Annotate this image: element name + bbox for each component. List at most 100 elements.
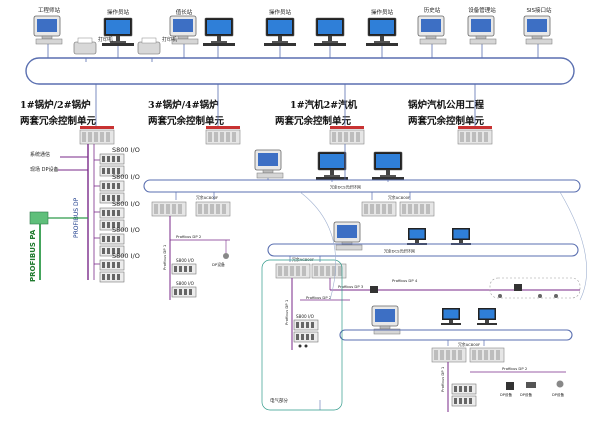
- ac800f-group-4: 冗余AC800F Profibus DP 2 Profibus DP 1 DP设…: [431, 340, 566, 412]
- valve-icon: [526, 382, 536, 388]
- station-label: 值长站: [176, 8, 193, 16]
- printer-label: 打印机: [98, 36, 113, 43]
- lcd-monitor-icon: [313, 17, 347, 47]
- s800-label: S800 I/O: [296, 314, 315, 319]
- unit-4: 锅炉汽机公用工程 两套冗余控制单元: [408, 99, 485, 127]
- io-module-icon: [171, 286, 197, 298]
- s800-label: S800 I/O: [112, 252, 140, 260]
- field-dp-label: 现场 DP设备: [30, 166, 58, 173]
- station-label: SIS接口站: [526, 6, 552, 14]
- io-module-icon: [293, 331, 319, 343]
- electrical-section: 电气部分: [261, 259, 343, 411]
- dp-label: Profibus DP 2: [176, 234, 202, 239]
- ac800f-group-2: 冗余AC800F: [361, 192, 435, 217]
- sensor-icon: [556, 380, 564, 388]
- dp-label: Profibus DP 1: [162, 244, 167, 270]
- dp-coupler-icon: [506, 382, 514, 390]
- io-module-icon: [451, 383, 477, 395]
- lcd-monitor-icon: [477, 308, 497, 325]
- station-operator-1: 操作员站: [101, 8, 135, 47]
- ring-bus-4: [339, 329, 573, 341]
- station-shift-supervisor: 值长站: [169, 8, 236, 47]
- unit-3: 1#汽机2#汽机 两套冗余控制单元: [275, 99, 358, 127]
- ring3-label: 冗余DCS光纤环网: [384, 249, 415, 254]
- lcd-monitor-icon: [202, 17, 236, 47]
- crt-monitor-icon: [333, 221, 363, 251]
- lcd-monitor-icon: [441, 308, 461, 325]
- lcd-monitor-icon: [315, 151, 349, 181]
- unit-label-line1: 3#锅炉/4#锅炉: [148, 99, 219, 111]
- dp-coupler-icon: [514, 284, 522, 291]
- crt-monitor-icon: [254, 149, 284, 179]
- unit-label-line2: 两套冗余控制单元: [408, 115, 485, 127]
- io-module-icon: [99, 207, 125, 219]
- dp-coupler-icon: [370, 286, 378, 293]
- unit-2: 3#锅炉/4#锅炉 两套冗余控制单元: [148, 99, 225, 127]
- ac800f-group-3: 冗余AC800F Profibus DP 2 Profibus DP 3 Pro…: [275, 256, 580, 350]
- unit-label-line2: 两套冗余控制单元: [20, 115, 97, 127]
- ring-bus-3: [267, 243, 579, 257]
- crt-monitor-icon: [467, 15, 497, 45]
- electrical-frame: [261, 259, 343, 411]
- s800-label: S800 I/O: [176, 281, 195, 286]
- io-module-icon: [171, 263, 197, 275]
- io-module-icon: [293, 319, 319, 331]
- sensor-icon: [554, 294, 558, 298]
- station-operator-2: 操作员站: [263, 8, 297, 47]
- printer-icon: [73, 41, 97, 55]
- controller-rack-icon: [275, 263, 311, 279]
- crt-monitor-icon: [523, 15, 553, 45]
- lcd-monitor-icon: [365, 17, 399, 47]
- printer-2: 打印机: [137, 36, 177, 55]
- controller-rack-icon: [469, 347, 505, 363]
- dp-device-label: DP设备: [520, 392, 533, 397]
- ac800f-group-1: 冗余AC800F Profibus DP 2 Profibus DP 1 S80…: [151, 192, 231, 300]
- lcd-monitor-icon: [407, 228, 427, 245]
- lcd-monitor-icon: [451, 228, 471, 245]
- s800-label: S800 I/O: [112, 200, 140, 208]
- electrical-label: 电气部分: [270, 397, 288, 404]
- controller-rack-icon: [205, 129, 241, 145]
- crt-monitor-icon: [417, 15, 447, 45]
- dp-device-label: DP设备: [500, 392, 513, 397]
- s800-column: S800 I/O S800 I/O S800 I/O S800 I/O S800…: [94, 146, 140, 283]
- unit-1: 1#锅炉/2#锅炉 两套冗余控制单元: [20, 99, 97, 127]
- io-module-icon: [451, 395, 477, 407]
- io-module-icon: [99, 180, 125, 192]
- controller-rack-icon: [431, 347, 467, 363]
- controller-rack-icon: [151, 201, 187, 217]
- unit-label-line1: 1#锅炉/2#锅炉: [20, 99, 91, 111]
- sensor-icon: [498, 294, 502, 298]
- ring2-label: 冗余DCS光纤环网: [330, 185, 361, 190]
- controller-rack-icon: [311, 263, 347, 279]
- dp-label: Profibus DP 1: [440, 366, 445, 392]
- controller-rack-icon: [79, 129, 115, 145]
- left-branch: 系统通信 现场 DP设备 PROFIBUS DP PROFIBUS PA: [29, 144, 95, 282]
- s800-label: S800 I/O: [112, 146, 140, 154]
- ac800f-label: 冗余AC800F: [292, 257, 314, 262]
- controller-rack-icon: [329, 129, 365, 145]
- dp-device-cluster: [489, 277, 581, 299]
- s800-label: S800 I/O: [112, 226, 140, 234]
- controller-rack-icon: [399, 201, 435, 217]
- s800-label: S800 I/O: [112, 173, 140, 181]
- unit-label-line1: 锅炉汽机公用工程: [408, 99, 485, 111]
- crt-monitor-icon: [33, 15, 63, 45]
- station-sis-interface: SIS接口站: [523, 6, 553, 45]
- ac800f-label: 冗余AC800F: [458, 342, 480, 347]
- ac800f-label: 冗余AC800F: [388, 195, 410, 200]
- dp-label: Profibus DP 1: [284, 299, 289, 325]
- io-module-icon: [99, 153, 125, 165]
- station-operator-3: 操作员站: [313, 8, 399, 47]
- station-label: 操作员站: [371, 8, 394, 16]
- dp-label: Profibus DP 3: [338, 284, 364, 289]
- pa-coupler-icon: [29, 211, 49, 225]
- ac800f-label: 冗余AC800F: [196, 195, 218, 200]
- controller-rack-icon: [361, 201, 397, 217]
- unit-label-line1: 1#汽机2#汽机: [290, 99, 358, 111]
- station-label: 设备管理站: [468, 6, 496, 14]
- printer-1: 打印机: [73, 36, 113, 55]
- dp-label: Profibus DP 2: [306, 295, 332, 300]
- station-label: 历史站: [424, 6, 441, 14]
- unit-label-line2: 两套冗余控制单元: [275, 115, 352, 127]
